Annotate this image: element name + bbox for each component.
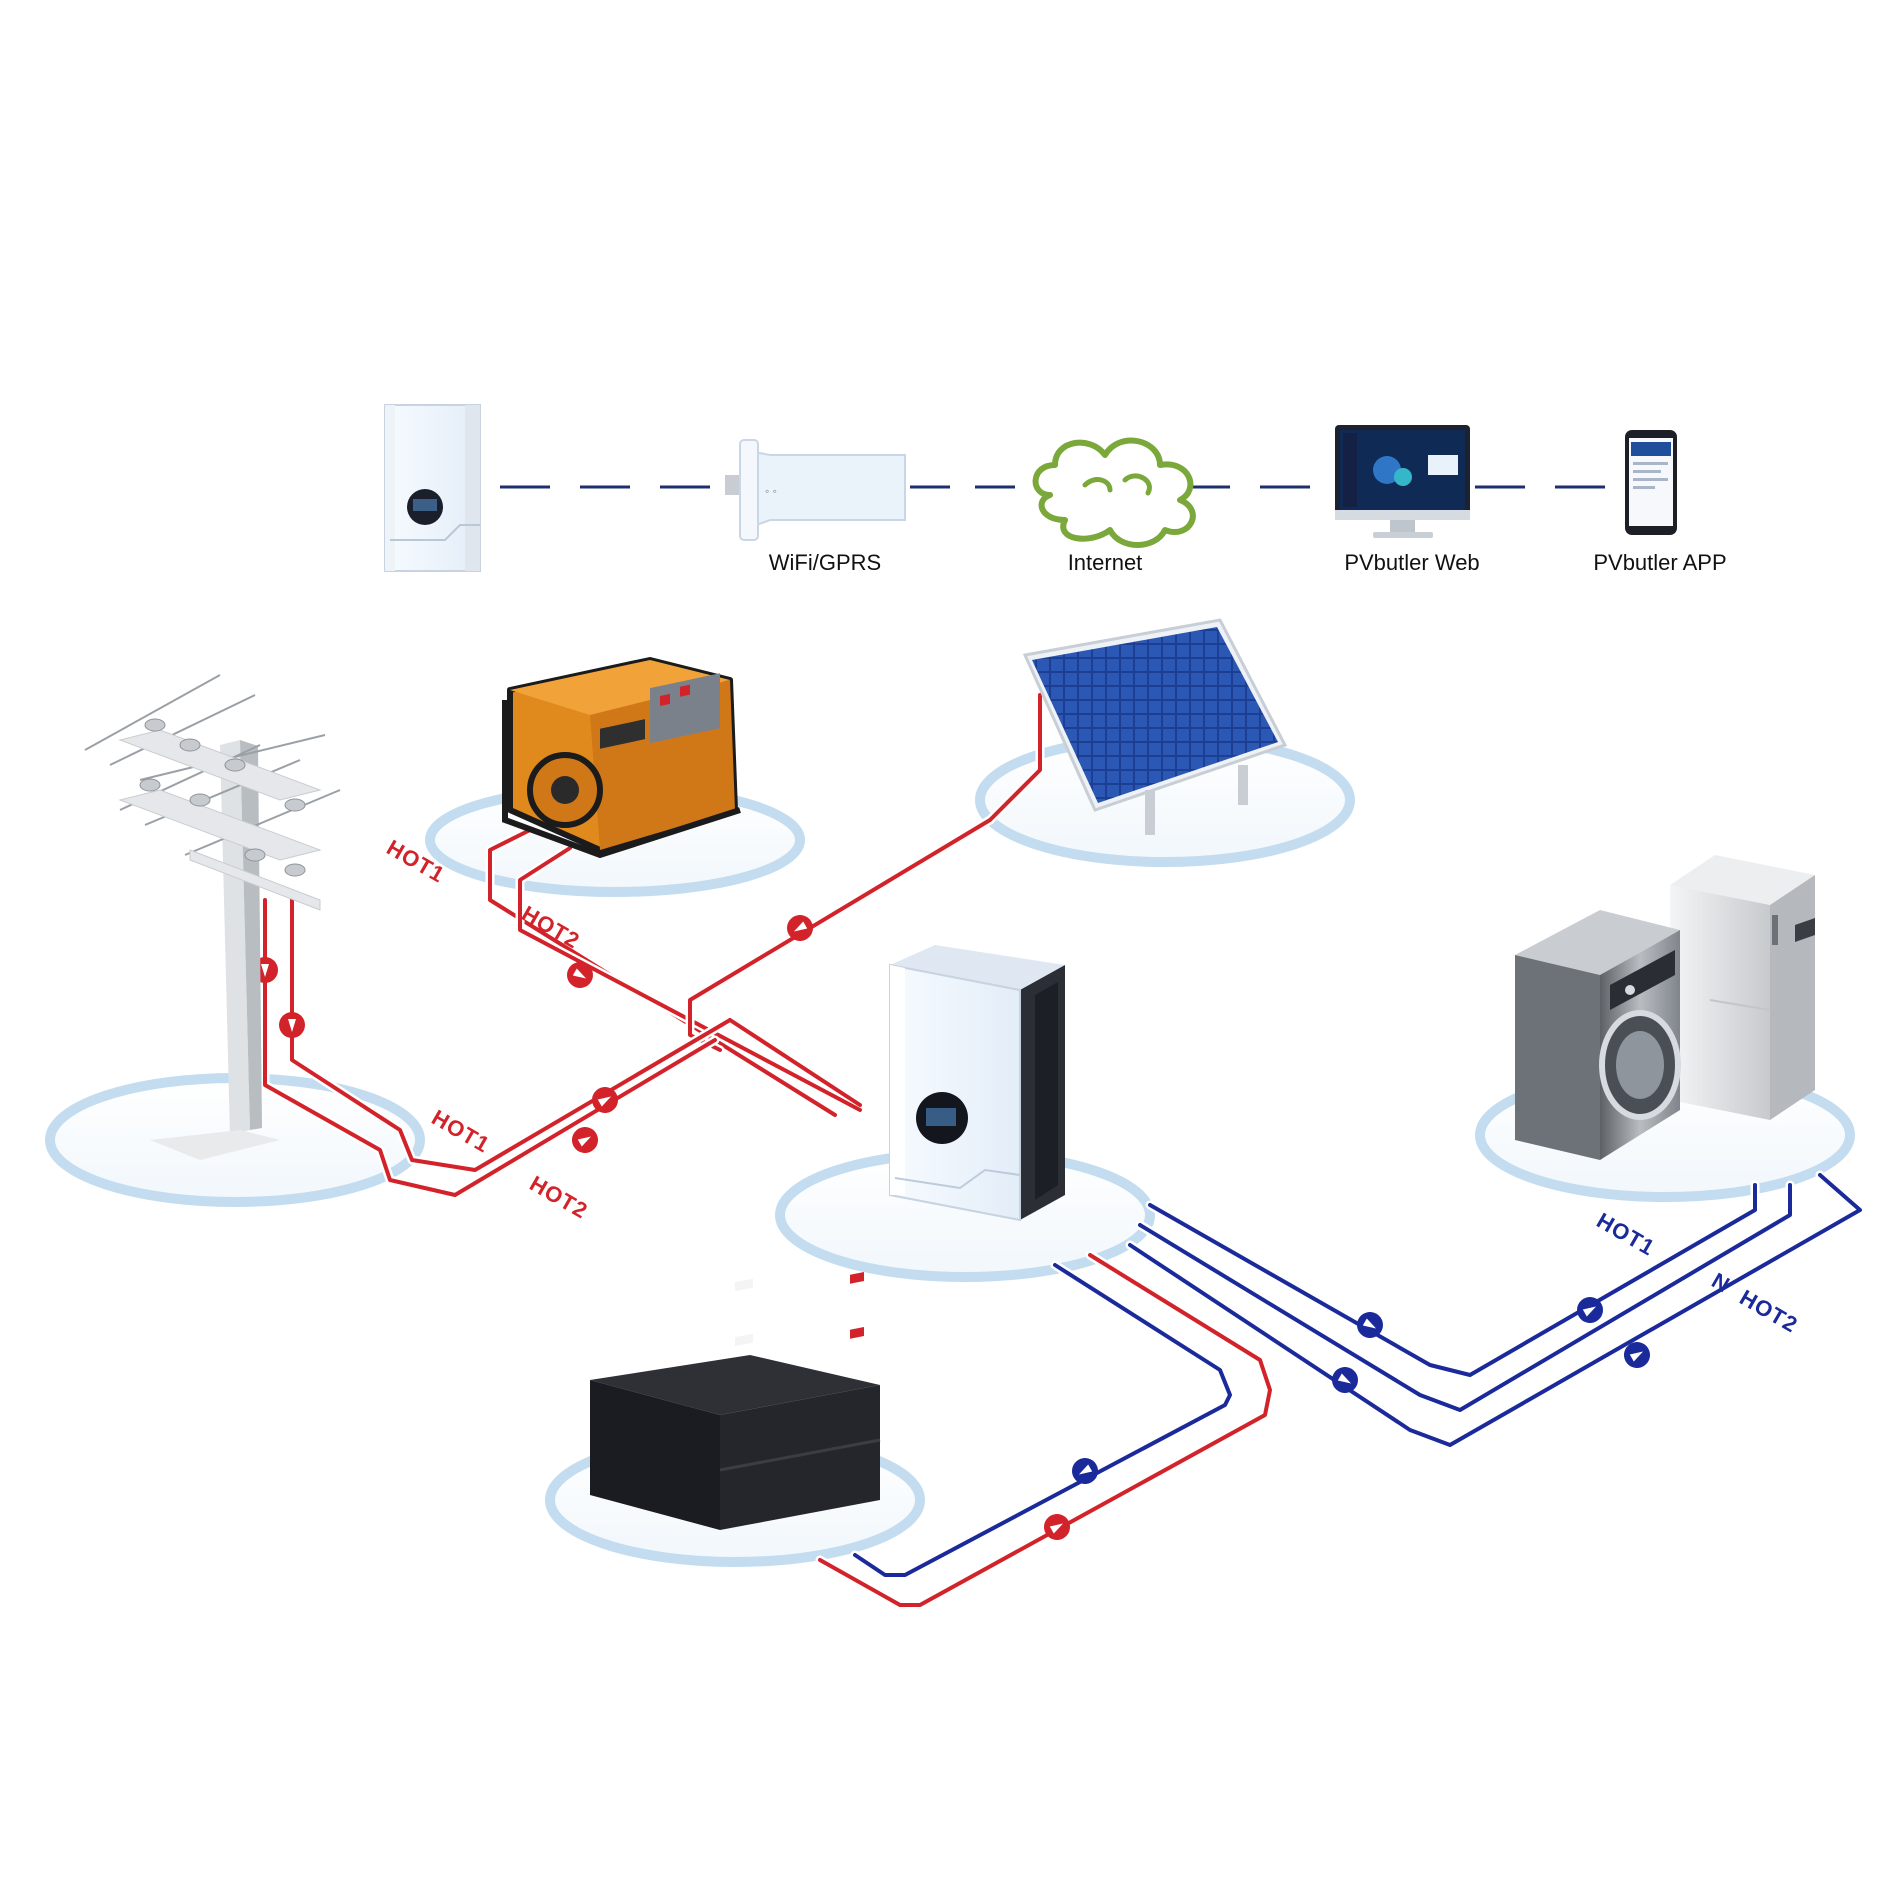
wire-battery-blue <box>853 1263 1232 1577</box>
label-internet: Internet <box>1068 550 1143 575</box>
label-wifi: WiFi/GPRS <box>769 550 881 575</box>
wire-load-n <box>1138 1183 1792 1412</box>
wire-battery-red <box>815 1250 1275 1610</box>
label-load-hot2: HOT2 <box>1736 1285 1803 1338</box>
monitor-icon <box>1335 425 1470 538</box>
flow-arrow-icon <box>279 1012 305 1038</box>
phone-icon <box>1625 430 1677 535</box>
washing-machine-icon <box>1515 910 1681 1160</box>
label-app: PVbutler APP <box>1593 550 1726 575</box>
wifi-dongle-icon: ◦ ◦ <box>725 439 906 541</box>
label-load-hot1: HOT1 <box>1593 1208 1660 1261</box>
battery-icon <box>590 1272 881 1530</box>
generator-icon <box>502 657 741 859</box>
label-web: PVbutler Web <box>1344 550 1479 575</box>
blue-wires <box>850 1170 1865 1580</box>
refrigerator-icon <box>1670 855 1815 1120</box>
wire-grid-hot1 <box>263 898 717 1197</box>
wire-battery-red <box>818 1253 1272 1607</box>
cloud-icon <box>1032 437 1196 548</box>
inverter-icon <box>384 404 481 572</box>
svg-text:◦ ◦: ◦ ◦ <box>765 484 777 498</box>
label-grid-hot2: HOT2 <box>526 1171 593 1224</box>
inverter-icon <box>889 945 1065 1222</box>
wire-grid-hot2-ext <box>728 1018 862 1107</box>
wire-load-hot2 <box>1128 1173 1862 1447</box>
comm-chain: ◦ ◦ WiFi/GPRS Internet PVbutler Web <box>384 404 1727 575</box>
wire-load-hot1 <box>1148 1183 1757 1377</box>
label-grid-hot1: HOT1 <box>428 1105 495 1158</box>
solar-panel-icon <box>1022 618 1288 835</box>
utility-pole-icon <box>84 674 341 1160</box>
